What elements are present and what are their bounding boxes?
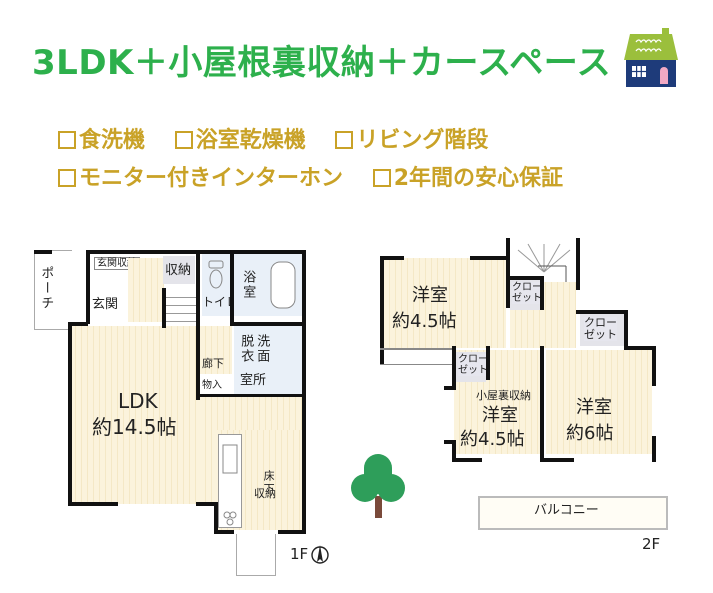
feature-item: 食洗機 (58, 122, 145, 160)
checkbox-icon (58, 169, 76, 187)
house-icon (624, 28, 678, 87)
underfloor-label: 床下 (262, 470, 276, 496)
feature-item: 2年間の安心保証 (372, 160, 563, 198)
entrance-label: 玄関 (92, 297, 119, 312)
floor-1f-label: 1F (290, 545, 309, 563)
room-3 (546, 350, 652, 454)
washroom-label-b: 脱衣 (238, 334, 254, 364)
ldk-name: LDK (118, 389, 158, 413)
staircase-icon (517, 243, 571, 282)
floor-2f-label: 2F (642, 535, 661, 553)
balcony (478, 496, 668, 530)
closet-3-label: クローゼット (458, 354, 488, 376)
feature-checklist: 食洗機 浴室乾燥機 リビング階段 モニター付きインターホン 2年間の安心保証 (58, 122, 585, 198)
stairs-1f (164, 290, 196, 328)
attic-label: 小屋裏収納 (476, 389, 531, 402)
feature-row-2: モニター付きインターホン 2年間の安心保証 (58, 160, 585, 198)
bathtub-icon (270, 261, 296, 309)
closet-1-label: クローゼット (512, 282, 542, 304)
tree-icon (351, 454, 405, 518)
porch (34, 250, 72, 330)
room-1 (384, 258, 506, 348)
underfloor-label-2: 収納 (254, 487, 276, 500)
feature-item: モニター付きインターホン (58, 160, 343, 198)
room-3-name: 洋室 (576, 397, 612, 418)
storage (163, 256, 195, 284)
room-3-size: 約6帖 (566, 423, 614, 444)
feature-row-1: 食洗機 浴室乾燥機 リビング階段 (58, 122, 585, 160)
room-2-size: 約4.5帖 (460, 429, 525, 450)
feature-item: 浴室乾燥機 (174, 122, 306, 160)
balcony-label: バルコニー (534, 503, 599, 518)
checkbox-icon (174, 131, 193, 149)
washroom (234, 326, 302, 394)
room-1-name: 洋室 (412, 285, 448, 306)
back-door (236, 534, 276, 576)
toilet (202, 254, 230, 316)
hallway (200, 326, 232, 374)
storage-label: 収納 (165, 263, 192, 278)
washroom-label-a: 洗面 (254, 334, 270, 364)
stove-icon (223, 511, 237, 526)
hallway-label: 廊下 (202, 357, 224, 370)
ldk (70, 326, 200, 504)
checkbox-icon (335, 131, 354, 149)
bath-label: 浴室 (240, 270, 256, 300)
checkbox-icon (372, 169, 391, 187)
toilet-label: トイレ (202, 295, 239, 309)
entry-hall (128, 258, 164, 322)
feature-item: リビング階段 (335, 122, 488, 160)
room-1-size: 約4.5帖 (392, 311, 457, 332)
room-2-name: 洋室 (482, 405, 518, 426)
washroom-label-c: 室所 (240, 373, 267, 388)
porch-label: ポーチ (38, 266, 54, 311)
toilet-icon (208, 260, 224, 289)
entrance (88, 260, 128, 322)
checkbox-icon (58, 131, 76, 149)
page-title: 3LDK＋小屋根裏収納＋カースペース (32, 43, 612, 83)
stairs-2f (510, 240, 576, 280)
mono-ire-label: 物入 (202, 380, 222, 391)
ldk-size: 約14.5帖 (92, 415, 177, 439)
compass-icon (311, 545, 329, 564)
closet-2-label: クローゼット (584, 316, 617, 341)
sink-icon (222, 444, 238, 474)
